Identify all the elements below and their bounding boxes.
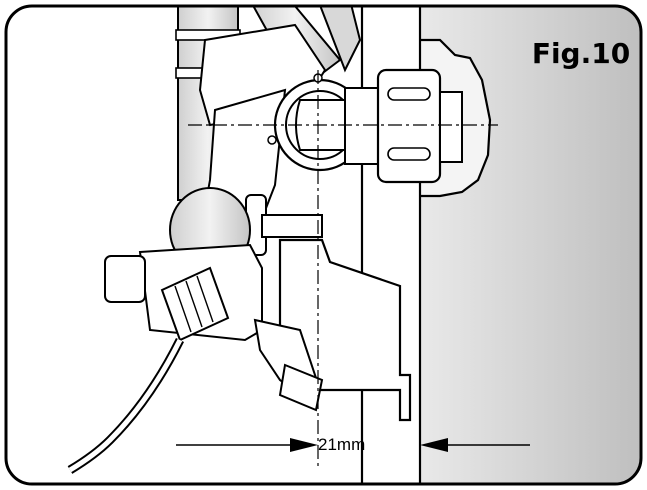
figure-label: Fig.10 [531, 36, 631, 70]
lower-nozzle [278, 363, 324, 412]
diagonal-hose-upper-2 [316, 6, 362, 73]
cable-hose-inner [68, 338, 183, 473]
knurl-line-3 [196, 275, 214, 323]
nut-ring-slot-1 [387, 87, 431, 101]
side-nipple [104, 255, 146, 303]
elbow-stub-left [267, 135, 277, 145]
nut-collar [439, 91, 463, 163]
figure-frame [4, 4, 643, 486]
nut-ring [376, 68, 442, 184]
knurled-nut [160, 266, 230, 342]
thumb-screw-shaft [261, 214, 323, 238]
knurl-line-1 [174, 285, 192, 333]
knurl-line-2 [185, 280, 203, 328]
cable-hose [67, 337, 185, 474]
horizontal-connector [344, 87, 381, 165]
nut-ring-slot-2 [387, 147, 431, 161]
dimension-label: 21mm [318, 435, 366, 454]
arrow-head-right-icon [290, 438, 318, 452]
arrow-head-left-icon [420, 438, 448, 452]
